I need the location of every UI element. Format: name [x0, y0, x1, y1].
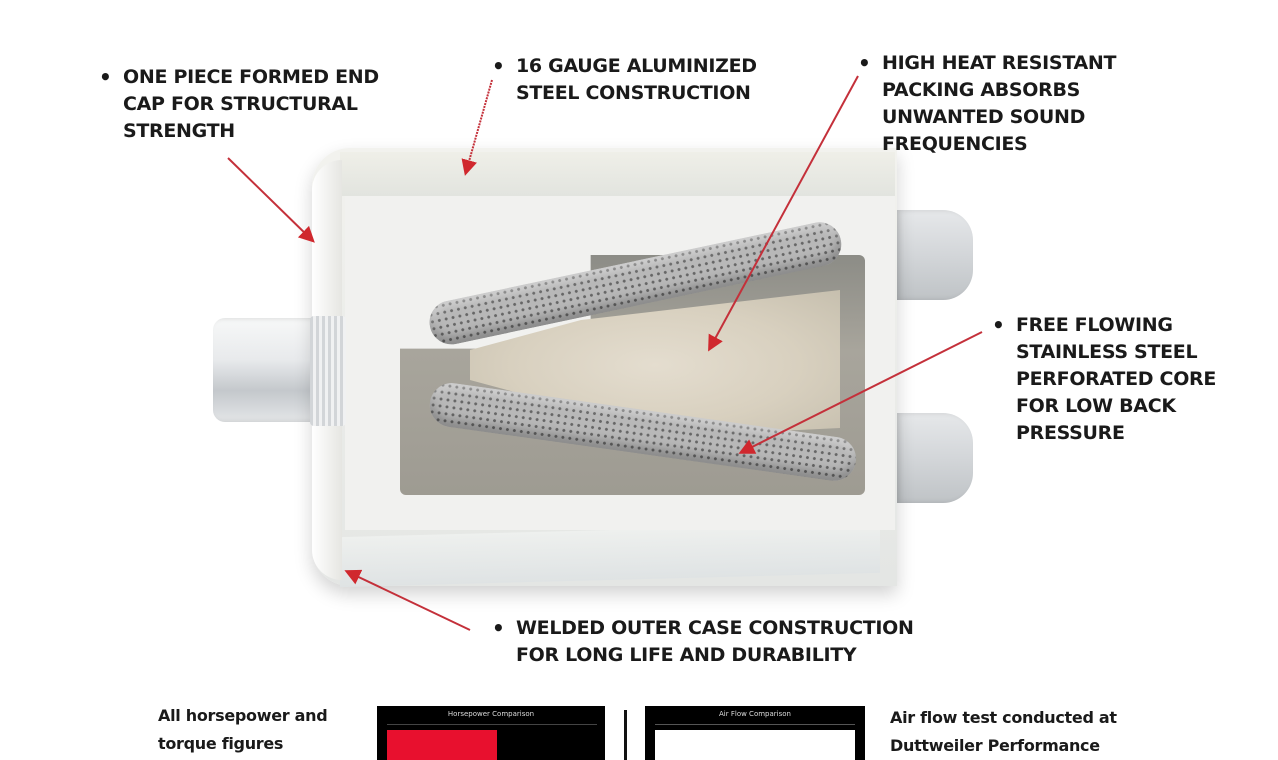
horsepower-chart-thumbnail: Horsepower Comparison — [377, 706, 605, 760]
arrow-core — [738, 331, 983, 454]
callout-packing: • HIGH HEAT RESISTANT PACKING ABSORBS UN… — [858, 51, 1117, 155]
inlet-flange — [310, 316, 346, 426]
bullet-icon: • — [492, 616, 505, 640]
arrow-end-cap — [227, 157, 315, 243]
arrow-steel — [461, 79, 493, 176]
arrow-outer-case — [344, 569, 471, 631]
airflow-chart-thumbnail: Air Flow Comparison — [645, 706, 865, 760]
horsepower-caption: All horsepower and torque figures — [158, 706, 328, 753]
bullet-icon: • — [992, 313, 1005, 337]
airflow-panel — [655, 730, 855, 760]
bullet-icon: • — [492, 54, 505, 78]
top-seam-band — [340, 152, 895, 196]
chart-rule — [387, 724, 597, 725]
callout-end-cap: • ONE PIECE FORMED END CAP FOR STRUCTURA… — [99, 65, 379, 142]
outlet-pipe-top — [895, 210, 973, 300]
airflow-caption: Air flow test conducted at Duttweiler Pe… — [890, 708, 1117, 755]
bullet-icon: • — [99, 65, 112, 89]
callout-outer-case: • WELDED OUTER CASE CONSTRUCTION FOR LON… — [492, 616, 914, 666]
inlet-pipe — [213, 318, 323, 422]
outlet-pipe-bottom — [895, 413, 973, 503]
horsepower-bar — [387, 730, 497, 760]
arrow-packing — [708, 75, 859, 352]
callout-steel: • 16 GAUGE ALUMINIZED STEEL CONSTRUCTION — [492, 54, 757, 104]
divider — [624, 710, 627, 760]
bullet-icon: • — [858, 51, 871, 75]
chart-rule — [655, 724, 855, 725]
callout-core: • FREE FLOWING STAINLESS STEEL PERFORATE… — [992, 313, 1217, 444]
